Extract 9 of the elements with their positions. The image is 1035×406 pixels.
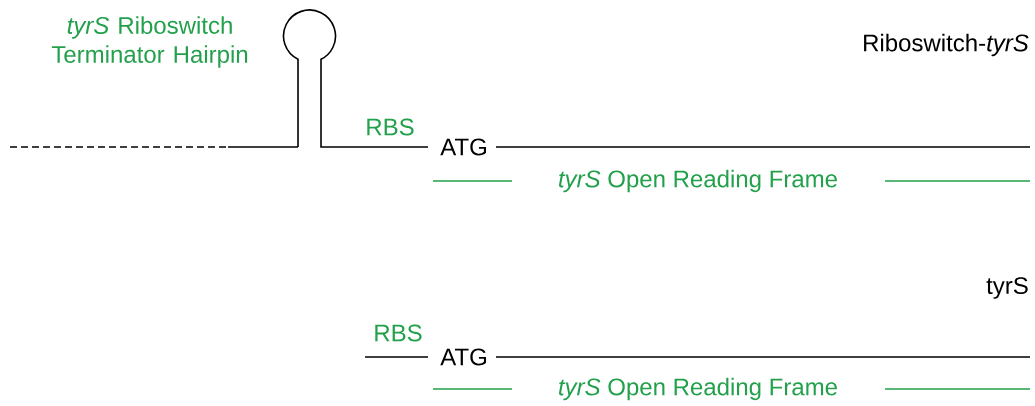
reading-frame-label: tyrS Open Reading Frame <box>559 377 837 401</box>
construct-title: Riboswitch-tyrS <box>864 33 1029 57</box>
start-codon: ATG <box>440 138 486 156</box>
start-codon: ATG <box>440 348 486 366</box>
rbs-label: RBS <box>375 324 422 342</box>
reading-frame-label: tyrS Open Reading Frame <box>559 169 837 193</box>
hairpin-label: tyrS Riboswitch Terminator Hairpin <box>51 16 248 68</box>
rbs-label: RBS <box>367 118 414 136</box>
construct-title: tyrS <box>986 277 1028 299</box>
